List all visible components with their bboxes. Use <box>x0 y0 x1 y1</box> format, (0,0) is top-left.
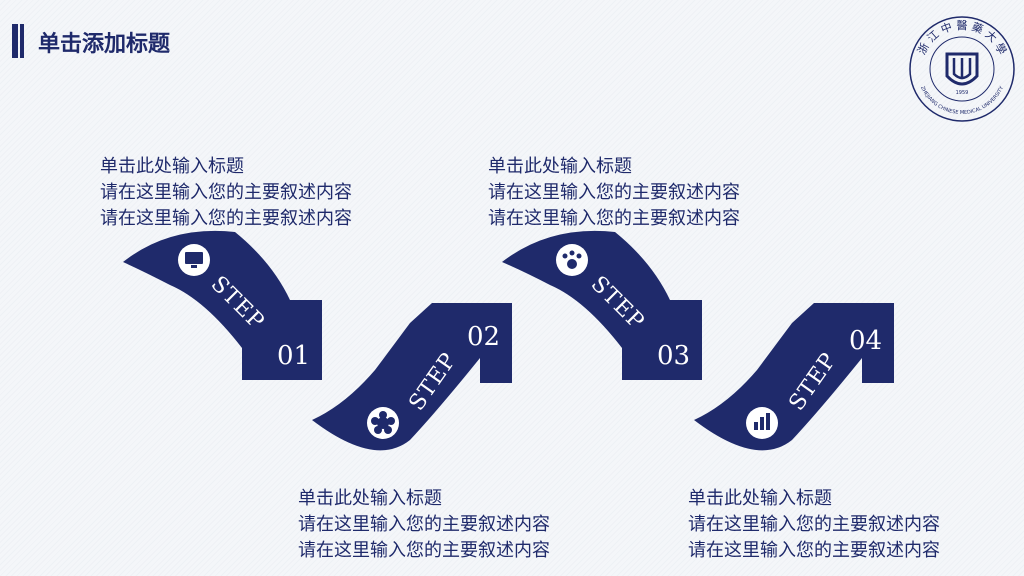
step-1-line-1[interactable]: 请在这里输入您的主要叙述内容 <box>100 182 352 203</box>
step-1-arrow[interactable] <box>123 230 322 380</box>
step-3-text: 单击此处输入标题 请在这里输入您的主要叙述内容 请在这里输入您的主要叙述内容 <box>488 154 808 232</box>
step-3-line-2[interactable]: 请在这里输入您的主要叙述内容 <box>488 208 740 229</box>
step-2-arrow[interactable] <box>312 303 512 451</box>
flower-icon <box>367 407 399 439</box>
step-2-text: 单击此处输入标题 请在这里输入您的主要叙述内容 请在这里输入您的主要叙述内容 <box>298 486 618 564</box>
step-2-number: 02 <box>467 322 500 352</box>
step-2-line-2[interactable]: 请在这里输入您的主要叙述内容 <box>298 540 550 561</box>
step-3-arrow[interactable] <box>502 230 702 380</box>
paw-icon <box>556 244 588 276</box>
title-accent-bar-thin <box>20 24 24 58</box>
step-3-number: 03 <box>657 341 690 371</box>
step-1-line-2[interactable]: 请在这里输入您的主要叙述内容 <box>100 208 352 229</box>
step-4-line-2[interactable]: 请在这里输入您的主要叙述内容 <box>688 540 940 561</box>
title-accent-bar <box>12 24 18 58</box>
step-4-text: 单击此处输入标题 请在这里输入您的主要叙述内容 请在这里输入您的主要叙述内容 <box>688 486 1008 564</box>
step-4-number: 04 <box>849 326 882 356</box>
step-1-number: 01 <box>277 341 310 371</box>
step-1-text: 单击此处输入标题 请在这里输入您的主要叙述内容 请在这里输入您的主要叙述内容 <box>100 154 420 232</box>
monitor-icon <box>178 244 210 276</box>
step-3-line-1[interactable]: 请在这里输入您的主要叙述内容 <box>488 182 740 203</box>
step-2-line-1[interactable]: 请在这里输入您的主要叙述内容 <box>298 514 550 535</box>
step-4-line-1[interactable]: 请在这里输入您的主要叙述内容 <box>688 514 940 535</box>
step-3-title[interactable]: 单击此处输入标题 <box>488 156 632 177</box>
step-4-title[interactable]: 单击此处输入标题 <box>688 488 832 509</box>
step-2-title[interactable]: 单击此处输入标题 <box>298 488 442 509</box>
step-1-title[interactable]: 单击此处输入标题 <box>100 156 244 177</box>
bar-chart-icon <box>746 407 778 439</box>
university-logo: 浙 江 中 醫 藥 大 學 ZHEJIANG CHINESE MEDICAL U… <box>909 16 1015 122</box>
step-4-arrow[interactable] <box>694 303 894 451</box>
page-title[interactable]: 单击添加标题 <box>38 32 171 57</box>
svg-text:1959: 1959 <box>956 90 969 96</box>
